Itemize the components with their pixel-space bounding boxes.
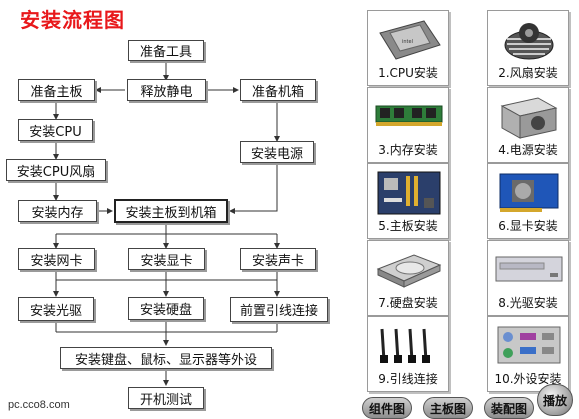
card-label: 8.光驱安装	[498, 296, 558, 310]
step-install-gpu: 安装显卡	[128, 248, 205, 270]
step-front-panel: 前置引线连接	[230, 297, 328, 322]
card-peripherals[interactable]: 10.外设安装	[487, 316, 569, 392]
peripheral-ports-icon	[497, 326, 561, 364]
step-install-board-to-case: 安装主板到机箱	[114, 199, 228, 223]
card-label: 5.主板安装	[378, 219, 438, 233]
card-memory[interactable]: 3.内存安装	[367, 87, 449, 163]
board-diagram-button[interactable]: 主板图	[423, 397, 473, 419]
step-install-sound: 安装声卡	[240, 248, 316, 270]
card-fan[interactable]: 2.风扇安装	[487, 10, 569, 86]
card-label: 9.引线连接	[378, 372, 438, 386]
card-motherboard[interactable]: 5.主板安装	[367, 163, 449, 239]
fan-icon	[504, 23, 554, 60]
step-install-cpu: 安装CPU	[18, 119, 93, 141]
step-install-optical: 安装光驱	[18, 297, 94, 321]
step-install-hdd: 安装硬盘	[128, 297, 204, 320]
step-install-psu: 安装电源	[240, 141, 314, 163]
step-discharge: 释放静电	[127, 79, 206, 101]
step-test: 开机测试	[128, 387, 204, 409]
cpu-icon: intel	[379, 20, 441, 60]
card-label: 6.显卡安装	[498, 219, 558, 233]
card-psu[interactable]: 4.电源安装	[487, 87, 569, 163]
card-optical-drive[interactable]: 8.光驱安装	[487, 240, 569, 316]
card-label: 2.风扇安装	[498, 66, 558, 80]
card-label: 1.CPU安装	[378, 66, 438, 80]
card-label: 4.电源安装	[498, 143, 558, 157]
card-gpu[interactable]: 6.显卡安装	[487, 163, 569, 239]
card-label: 7.硬盘安装	[378, 296, 438, 310]
assembly-diagram-button[interactable]: 装配图	[484, 397, 534, 419]
step-prepare-tools: 准备工具	[128, 40, 204, 61]
flow-connectors	[53, 61, 280, 386]
watermark: pc.cco8.com	[8, 399, 70, 411]
psu-icon	[500, 97, 558, 139]
cables-icon	[380, 328, 430, 363]
step-install-memory: 安装内存	[18, 200, 97, 222]
page-title: 安装流程图	[20, 8, 125, 32]
motherboard-icon	[377, 171, 441, 215]
card-label: 3.内存安装	[378, 143, 438, 157]
component-diagram-button[interactable]: 组件图	[362, 397, 412, 419]
card-cables[interactable]: 9.引线连接	[367, 316, 449, 392]
memory-icon	[375, 105, 443, 126]
step-install-nic: 安装网卡	[18, 248, 95, 270]
step-prepare-board: 准备主板	[18, 79, 95, 101]
card-label: 10.外设安装	[494, 372, 562, 386]
play-button[interactable]: 播放	[537, 384, 573, 416]
gpu-icon	[499, 173, 559, 212]
step-prepare-case: 准备机箱	[240, 79, 316, 101]
card-hdd[interactable]: 7.硬盘安装	[367, 240, 449, 316]
step-peripherals: 安装键盘、鼠标、显示器等外设	[60, 347, 272, 369]
step-install-cpu-fan: 安装CPU风扇	[6, 159, 106, 181]
card-cpu[interactable]: intel 1.CPU安装	[367, 10, 449, 86]
optical-drive-icon	[495, 256, 563, 282]
svg-text:intel: intel	[402, 39, 413, 45]
hdd-icon	[376, 254, 442, 288]
